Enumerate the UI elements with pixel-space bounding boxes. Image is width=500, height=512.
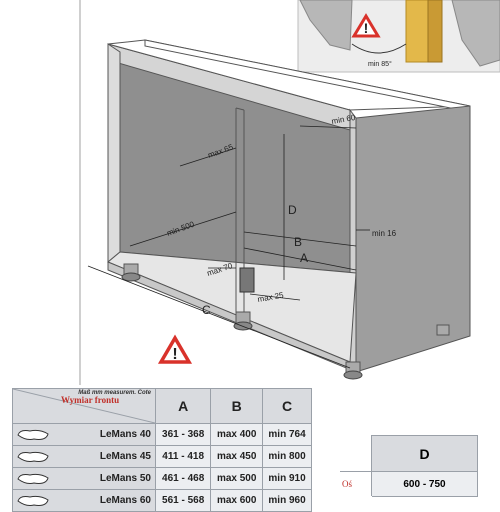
value-c: min 910 (262, 467, 312, 490)
corner-tray-icon (17, 473, 49, 484)
inset-warning-icon (351, 13, 381, 38)
front-size-label: Wymiar frontu (61, 395, 120, 405)
value-b: max 400 (210, 423, 264, 446)
col-b-header: B (210, 388, 264, 424)
warning-icon: ! (157, 334, 193, 364)
value-a: 361 - 368 (154, 423, 212, 446)
inset-angle-label: min 85° (368, 60, 392, 68)
hinge-inset: ! min 85° (297, 0, 500, 73)
value-c: min 800 (262, 445, 312, 468)
dim-C-label: C (202, 303, 211, 317)
dimension-lines (87, 125, 370, 369)
value-b: max 500 (210, 467, 264, 490)
value-a: 461 - 468 (154, 467, 212, 490)
col-a-header: A (154, 388, 212, 424)
mechanism (239, 267, 255, 293)
dim-min16-label: min 16 (372, 229, 397, 238)
corner-tray-icon (17, 495, 49, 506)
value-c: min 764 (262, 423, 312, 446)
d-header: D (371, 435, 478, 472)
foot (343, 370, 363, 380)
axis-label: Oś (340, 471, 372, 497)
model-name: LeMans 60 (99, 495, 151, 506)
dim-B-label: B (294, 235, 302, 249)
value-b: max 450 (210, 445, 264, 468)
dim-D-label: D (288, 203, 297, 217)
d-table: D Oś 600 - 750 (340, 435, 478, 497)
cabinet-diagram: ! min 85° (79, 0, 500, 385)
model-name: LeMans 50 (99, 473, 151, 484)
value-c: min 960 (262, 489, 312, 512)
cabinet (107, 39, 471, 380)
value-b: max 600 (210, 489, 264, 512)
dim-min60-label: min 60 (331, 113, 357, 126)
value-a: 411 - 418 (154, 445, 212, 468)
model-name: LeMans 40 (99, 429, 151, 440)
measurement-label: Maß mm measurem. Cote (78, 390, 151, 396)
table-header-corner: Wymiar frontu Maß mm measurem. Cote (12, 388, 156, 424)
foot (121, 272, 141, 282)
model-name: LeMans 45 (99, 451, 151, 462)
d-value: 600 - 750 (371, 471, 478, 497)
svg-text:!: ! (364, 20, 369, 36)
foot (436, 324, 450, 336)
value-a: 561 - 568 (154, 489, 212, 512)
sizes-table: Wymiar frontu Maß mm measurem. Cote A B … (12, 388, 312, 512)
col-c-header: C (262, 388, 312, 424)
corner-tray-icon (17, 429, 49, 440)
table-row: LeMans 60 561 - 568 max 600 min 960 (12, 489, 312, 512)
table-row: LeMans 40 361 - 368 max 400 min 764 (12, 423, 312, 446)
dim-A-label: A (300, 251, 308, 265)
svg-text:!: ! (172, 346, 177, 363)
table-row: LeMans 45 411 - 418 max 450 min 800 (12, 445, 312, 468)
corner-tray-icon (17, 451, 49, 462)
table-row: LeMans 50 461 - 468 max 500 min 910 (12, 467, 312, 490)
